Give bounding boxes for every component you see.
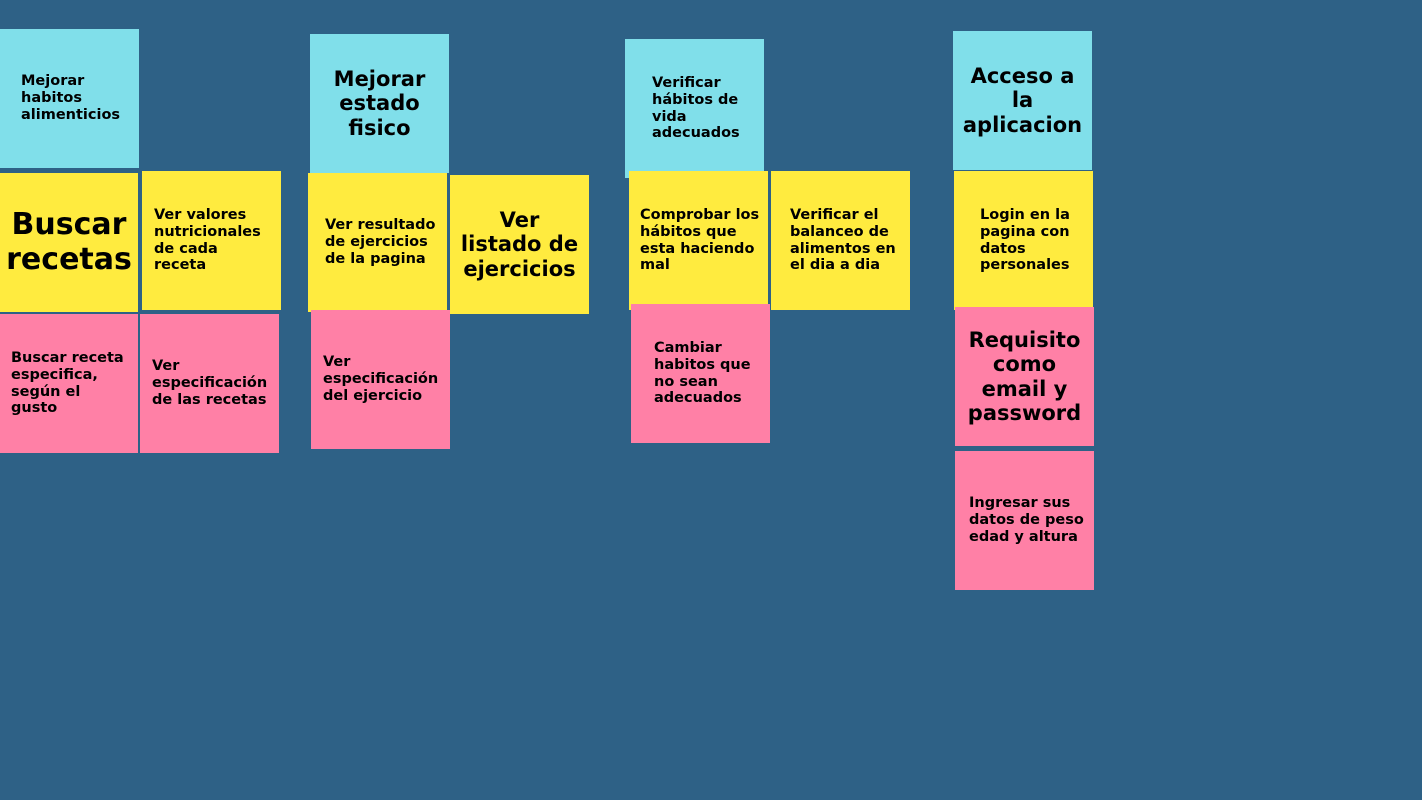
sticky-note-buscar-recetas[interactable]: Buscar recetas: [0, 173, 138, 312]
sticky-note-text: Ver especificación del ejercicio: [323, 354, 439, 404]
sticky-note-text: Comprobar los hábitos que esta haciendo …: [640, 207, 760, 274]
sticky-note-ver-resultado-ejercicios[interactable]: Ver resultado de ejercicios de la pagina: [308, 173, 447, 312]
sticky-note-buscar-receta-especifica[interactable]: Buscar receta especifica, según el gusto: [0, 314, 138, 453]
sticky-note-text: Mejorar estado fisico: [333, 67, 426, 140]
sticky-note-acceso-aplicacion[interactable]: Acceso a la aplicacion: [953, 31, 1092, 170]
sticky-note-text: Ver valores nutricionales de cada receta: [154, 207, 261, 274]
sticky-note-login-pagina[interactable]: Login en la pagina con datos personales: [954, 171, 1093, 310]
sticky-note-mejorar-habitos-alimenticios[interactable]: Mejorar habitos alimenticios: [0, 29, 139, 168]
sticky-note-text: Buscar recetas: [6, 207, 132, 277]
sticky-note-ver-valores-nutricionales[interactable]: Ver valores nutricionales de cada receta: [142, 171, 281, 310]
sticky-note-text: Verificar el balanceo de alimentos en el…: [790, 207, 896, 274]
sticky-note-cambiar-habitos[interactable]: Cambiar habitos que no sean adecuados: [631, 304, 770, 443]
sticky-note-text: Ver resultado de ejercicios de la pagina: [325, 217, 436, 267]
sticky-note-text: Cambiar habitos que no sean adecuados: [654, 340, 751, 407]
sticky-note-verificar-balanceo-alimentos[interactable]: Verificar el balanceo de alimentos en el…: [771, 171, 910, 310]
sticky-note-text: Mejorar habitos alimenticios: [21, 73, 121, 123]
sticky-note-text: Login en la pagina con datos personales: [980, 207, 1070, 274]
sticky-note-ver-especificacion-ejercicio[interactable]: Ver especificación del ejercicio: [311, 310, 450, 449]
sticky-note-mejorar-estado-fisico[interactable]: Mejorar estado fisico: [310, 34, 449, 173]
sticky-note-ingresar-datos-peso[interactable]: Ingresar sus datos de peso edad y altura: [955, 451, 1094, 590]
sticky-note-ver-listado-ejercicios[interactable]: Ver listado de ejercicios: [450, 175, 589, 314]
sticky-note-text: Buscar receta especifica, según el gusto: [11, 350, 124, 417]
sticky-note-requisito-email-password[interactable]: Requisito como email y password: [955, 307, 1094, 446]
sticky-note-text: Requisito como email y password: [967, 328, 1082, 425]
sticky-note-comprobar-habitos[interactable]: Comprobar los hábitos que esta haciendo …: [629, 171, 768, 310]
sticky-note-text: Acceso a la aplicacion: [962, 64, 1083, 137]
sticky-note-text: Verificar hábitos de vida adecuados: [652, 75, 740, 142]
sticky-note-ver-especificacion-recetas[interactable]: Ver especificación de las recetas: [140, 314, 279, 453]
sticky-note-text: Ver listado de ejercicios: [460, 208, 579, 281]
sticky-note-text: Ver especificación de las recetas: [152, 358, 268, 408]
sticky-note-text: Ingresar sus datos de peso edad y altura: [969, 495, 1084, 545]
sticky-note-verificar-habitos-vida[interactable]: Verificar hábitos de vida adecuados: [625, 39, 764, 178]
